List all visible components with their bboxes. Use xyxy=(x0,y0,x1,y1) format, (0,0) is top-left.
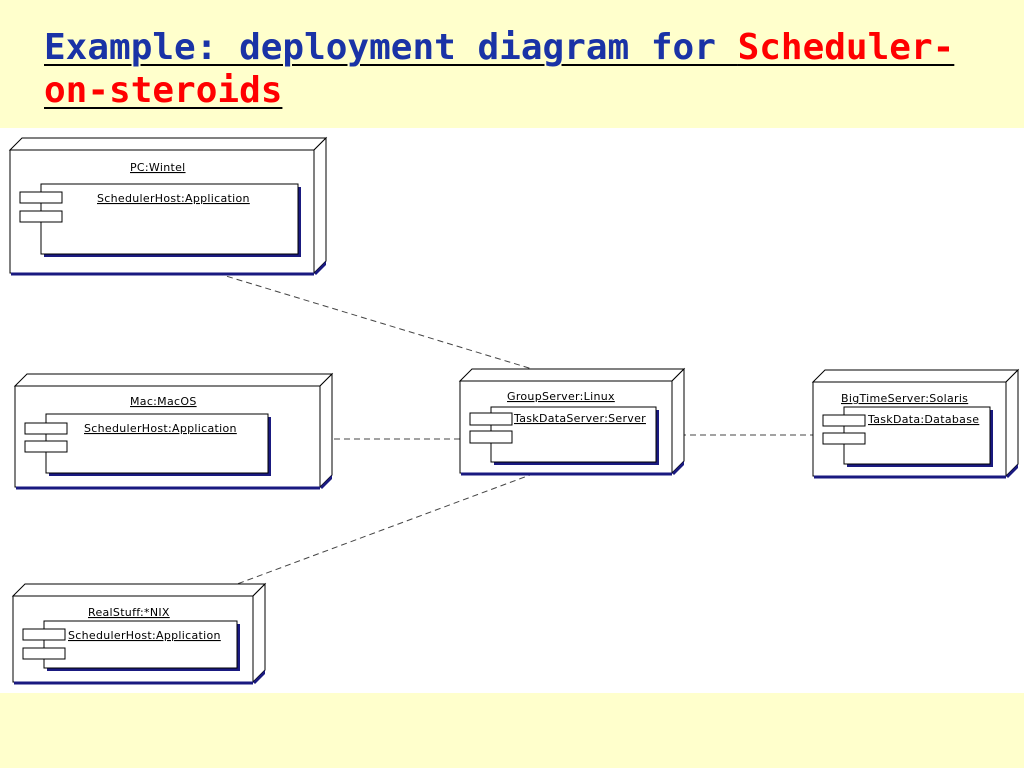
component-port-icon xyxy=(19,210,63,223)
slide-title: Example: deployment diagram for Schedule… xyxy=(44,26,984,112)
deployment-diagram-canvas: PC:Wintel SchedulerHost:Application Mac:… xyxy=(8,136,1020,685)
component-label: TaskDataServer:Server xyxy=(513,412,646,425)
component-scheduler-host-mac: SchedulerHost:Application xyxy=(24,413,271,476)
node-mac-macos: Mac:MacOS SchedulerHost:Application xyxy=(13,372,334,490)
component-port-icon xyxy=(22,647,66,660)
node-label: PC:Wintel xyxy=(130,161,186,174)
node-pc-top-face xyxy=(8,137,328,151)
component-label: SchedulerHost:Application xyxy=(84,422,237,435)
dependency-pc-to-group xyxy=(159,255,562,378)
title-main: Example: deployment diagram for xyxy=(44,27,738,68)
component-taskdata-server: TaskDataServer:Server xyxy=(469,406,659,465)
component-scheduler-host-pc: SchedulerHost:Application xyxy=(19,183,301,257)
component-port-icon xyxy=(24,440,68,453)
deployment-diagram: PC:Wintel SchedulerHost:Application Mac:… xyxy=(0,128,1024,693)
node-mac-side-face xyxy=(319,372,333,489)
node-real-side-face xyxy=(252,582,266,684)
component-port-icon xyxy=(19,191,63,204)
component-port-icon xyxy=(469,412,513,426)
component-taskdata-database: TaskData:Database xyxy=(822,406,993,467)
component-port-icon xyxy=(822,414,866,427)
node-big-top-face xyxy=(811,369,1020,383)
component-port-icon xyxy=(822,432,866,445)
node-bigtimeserver-solaris: BigTimeServer:Solaris TaskData:Database xyxy=(811,368,1020,479)
node-group-side-face xyxy=(671,367,685,475)
node-mac-top-face xyxy=(13,373,334,387)
title-accent: Scheduler-on-steroids xyxy=(44,27,955,111)
component-label: TaskData:Database xyxy=(867,413,979,426)
node-label: Mac:MacOS xyxy=(130,395,197,408)
node-pc-wintel: PC:Wintel SchedulerHost:Application xyxy=(8,136,328,276)
dependency-real-to-group xyxy=(134,462,565,623)
node-big-side-face xyxy=(1005,368,1019,478)
component-port-icon xyxy=(24,422,68,435)
node-label: RealStuff:*NIX xyxy=(88,606,170,619)
node-groupserver-linux: GroupServer:Linux TaskDataServer:Server xyxy=(458,367,686,476)
node-real-top-face xyxy=(11,583,267,597)
node-realstuff-nix: RealStuff:*NIX SchedulerHost:Application xyxy=(11,582,267,685)
node-label: BigTimeServer:Solaris xyxy=(841,392,968,405)
component-port-icon xyxy=(469,430,513,444)
node-pc-side-face xyxy=(313,136,327,275)
component-label: SchedulerHost:Application xyxy=(97,192,250,205)
node-label: GroupServer:Linux xyxy=(507,390,615,403)
component-scheduler-host-real: SchedulerHost:Application xyxy=(22,620,240,671)
component-label: SchedulerHost:Application xyxy=(68,629,221,642)
component-port-icon xyxy=(22,628,66,641)
node-group-top-face xyxy=(458,368,686,382)
